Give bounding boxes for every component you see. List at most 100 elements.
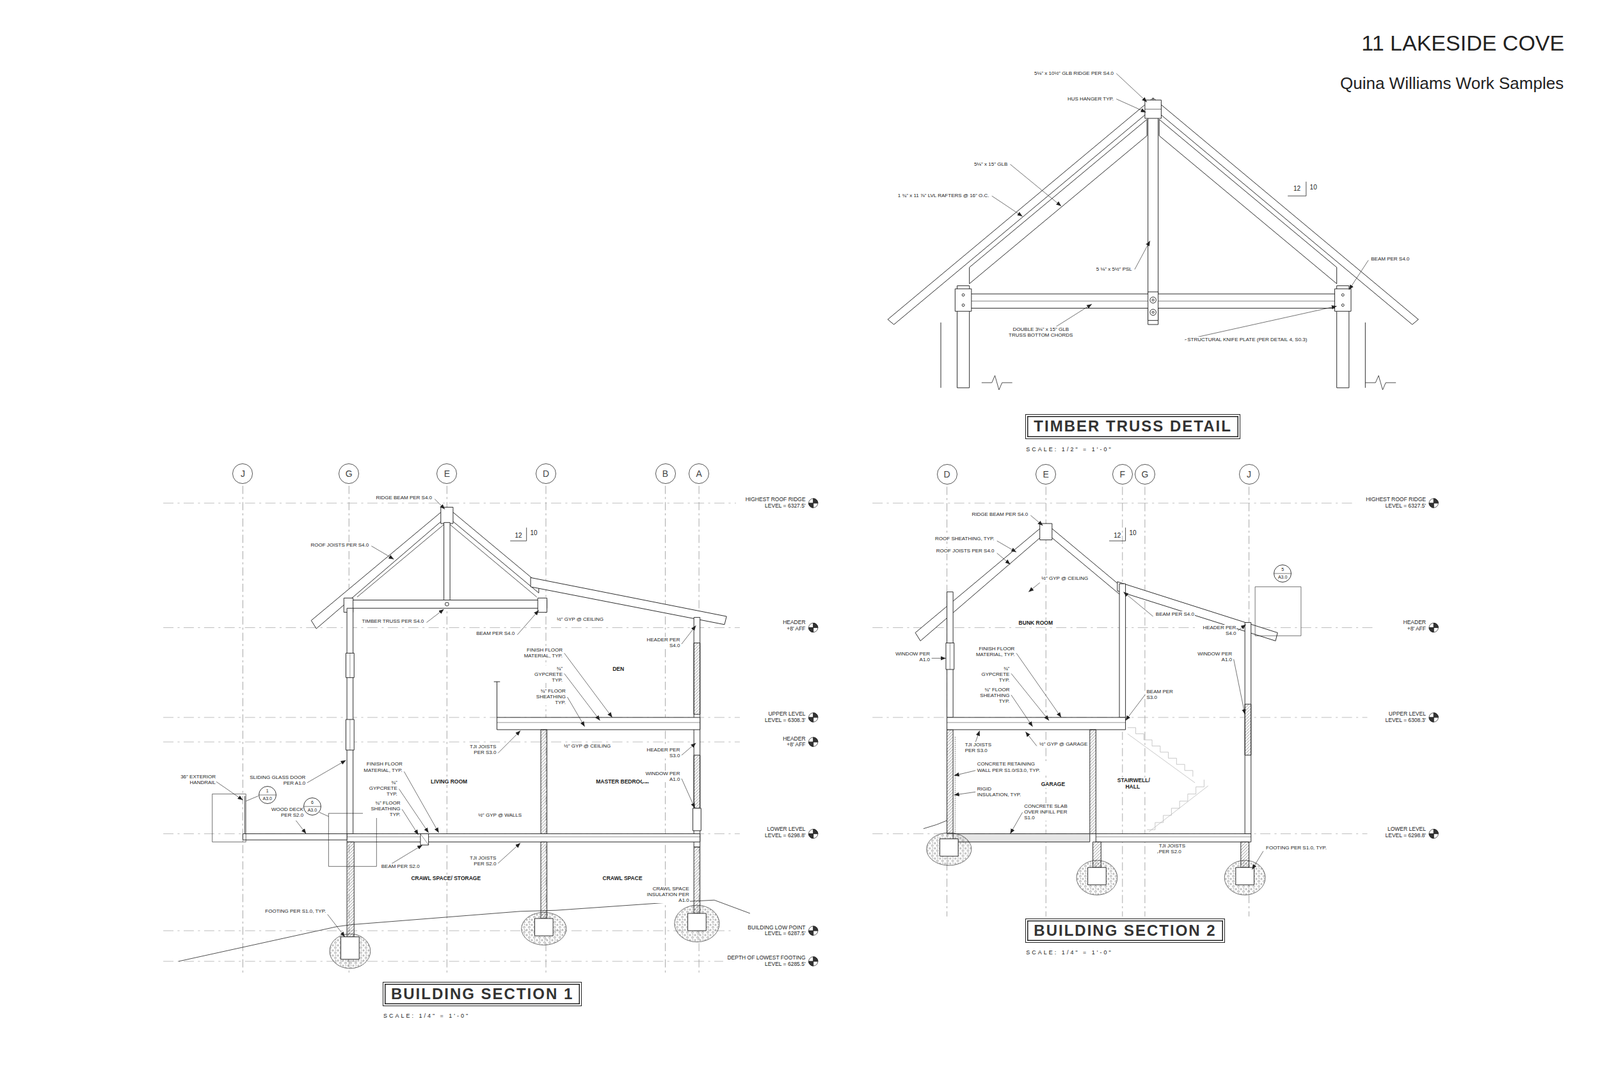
level-label: UPPER LEVEL LEVEL = 6308.3' [1372, 711, 1427, 724]
drawing-ellipse [1076, 860, 1118, 895]
drawing-circle [1150, 296, 1157, 304]
drawing-line [420, 833, 429, 846]
grid-bubble: E [436, 463, 457, 484]
drawing-line [872, 503, 1357, 504]
drawing-rect [1089, 729, 1097, 834]
drawing-rect [540, 841, 548, 919]
drawing-title-text: BUILDING SECTION 2 [1033, 922, 1216, 939]
drawing-rect [693, 808, 702, 831]
annotation-note: ¾" FLOOR SHEATHING TYP. [971, 686, 1010, 705]
bubble-circle [1036, 464, 1056, 485]
drawing-path [1365, 375, 1396, 390]
drawing-rect [1144, 99, 1162, 119]
drawing-path [1233, 659, 1246, 715]
drawing-path [388, 844, 423, 866]
drawing-path [1251, 851, 1264, 870]
drawing-path [931, 657, 946, 659]
annotation-note: ¾" GYPCRETE TYP. [362, 779, 399, 798]
scale-note: SCALE: 1/2" = 1'-0" [1025, 446, 1113, 453]
drawing-polyline [510, 527, 527, 541]
drawing-rect [420, 833, 429, 846]
callout-number: 6 [311, 798, 314, 807]
annotation-note: ½" GYP @ WALLS [477, 812, 523, 818]
grid-bubble: D [535, 463, 557, 484]
annotation-note: 5⅛" x 10½" GLB RIDGE PER S4.0 [1033, 70, 1115, 77]
annotation-note: HEADER PER S4.0 [641, 636, 681, 649]
grid-bubble: J [232, 463, 253, 484]
annotation-note: WOOD DECK PER S2.0 [259, 806, 304, 818]
annotation-note: 5⅛" x 15" GLB [973, 161, 1008, 168]
drawing-title: 11 LAKESIDE COVE [1361, 30, 1565, 56]
drawing-path [434, 499, 445, 510]
drawing-path [1116, 73, 1147, 103]
annotation-note: ½" GYP @ CEILING [1040, 575, 1089, 582]
callout-circle [258, 786, 276, 804]
room-name: BUNK ROOM [1018, 620, 1054, 627]
drawing-ellipse [521, 912, 567, 945]
slope-number: 12 [1292, 184, 1302, 193]
room-name: LIVING ROOM [430, 778, 468, 786]
drawing-ellipse [674, 904, 720, 942]
drawing-use [808, 622, 818, 632]
room-name: GARAGE [1040, 781, 1066, 788]
drawing-path [954, 770, 976, 776]
bubble-circle [655, 463, 676, 484]
grid-letter: J [1246, 469, 1252, 479]
drawing-circle [1341, 304, 1344, 307]
drawing-path [327, 914, 345, 937]
annotation-note: ¾" FLOOR SHEATHING TYP. [528, 688, 567, 706]
bubble-circle [936, 464, 957, 485]
callout-number: A3.0 [263, 794, 272, 803]
drawing-path [401, 808, 419, 835]
grid-letter: E [1043, 469, 1049, 479]
drawing-g [992, 73, 1369, 340]
callout-divider [304, 805, 321, 807]
grid-bubble: G [1134, 464, 1156, 485]
annotation-note: STRUCTURAL KNIFE PLATE (PER DETAIL 4, S0… [1186, 336, 1308, 343]
drawing-path [1349, 260, 1369, 290]
level-label: LOWER LEVEL LEVEL = 6298.8' [1372, 826, 1427, 840]
drawing-rect [346, 600, 548, 609]
drawing-circle [961, 293, 965, 297]
annotation-note: WINDOW PER A1.0 [641, 770, 681, 783]
drawing-rect [346, 652, 355, 678]
detail-callout: 1A3.0 [258, 785, 277, 804]
drawing-ellipse [1224, 860, 1266, 895]
subtitle: Quina Williams Work Samples [1339, 74, 1565, 94]
bubble-circle [1112, 464, 1133, 485]
drawing-rect [1244, 622, 1252, 834]
drawing-use [808, 956, 818, 966]
callout-number: A3.0 [307, 806, 317, 815]
bubble-circle [535, 463, 556, 484]
level-label: LOWER LEVEL LEVEL = 6298.8' [752, 826, 807, 840]
drawing-path [564, 673, 601, 720]
drawing-use [1429, 622, 1439, 632]
annotation-note: BEAM PER S3.0 [1145, 688, 1178, 701]
annotation-note: 5 ⅛" x 5½" PSL [1095, 266, 1133, 272]
drawing-polygon [1153, 97, 1419, 325]
annotation-note: DOUBLE 3⅛" x 15" GLB TRUSS BOTTOM CHORDS [1005, 326, 1076, 338]
drawing-path [1056, 304, 1092, 327]
bubble-circle [1134, 464, 1155, 485]
drawing-circle [444, 602, 449, 607]
annotation-note: TJI JOISTS PER S3.0 [964, 741, 1000, 754]
drawing-path [1011, 695, 1033, 727]
drawing-rect [1095, 833, 1251, 843]
grid-letter: J [240, 469, 246, 479]
drawing-rect [440, 506, 454, 524]
bubble-circle [437, 463, 457, 484]
drawing-use [808, 828, 818, 838]
drawing-rect [346, 833, 701, 843]
drawing-circle [1152, 298, 1154, 301]
annotation-note: RIGID INSULATION, TYP. [976, 785, 1025, 798]
drawing-path [1009, 812, 1023, 834]
drawing-path [517, 609, 539, 635]
drawing-path [1127, 733, 1195, 783]
drawing-path [997, 552, 1011, 565]
level-label: BUILDING LOW POINT LEVEL = 6287.5' [736, 924, 807, 938]
drawing-path [398, 788, 429, 833]
drawing-rect [1235, 867, 1255, 885]
drawing-title-text: BUILDING SECTION 1 [391, 985, 574, 1003]
drawing-line [1365, 322, 1366, 388]
drawing-line [163, 627, 740, 628]
